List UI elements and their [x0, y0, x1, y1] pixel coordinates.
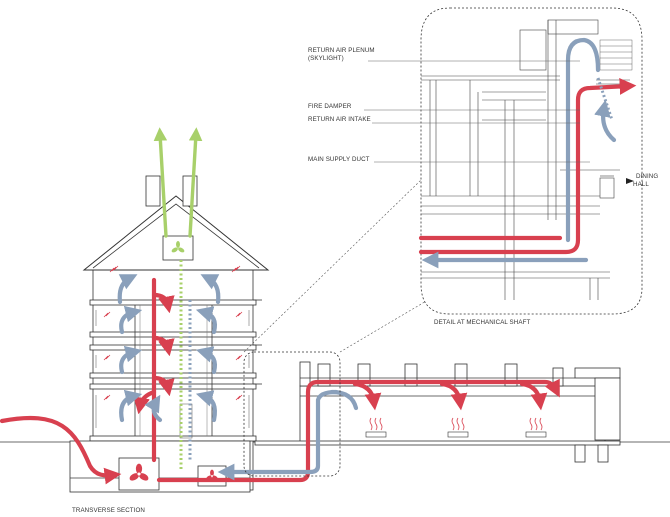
floor-diffusers: [365, 431, 547, 438]
arrow-icon: [626, 178, 634, 184]
detail-caption: DETAIL AT MECHANICAL SHAFT: [434, 319, 530, 326]
main-building: [69, 175, 270, 493]
fan-icon: [171, 240, 185, 253]
label-return-air-plenum: RETURN AIR PLENUM: [308, 47, 375, 54]
label-return-air-plenum-sub: (SKYLIGHT): [308, 55, 344, 62]
exhaust-air-arrows: [153, 127, 203, 470]
label-hall: HALL: [633, 181, 649, 188]
roof-exhaust-fan: [162, 235, 194, 261]
label-main-supply-duct: MAIN SUPPLY DUCT: [308, 156, 370, 163]
detail-callout-box: [243, 351, 341, 477]
detail-panel: [418, 7, 643, 315]
main-supply-duct: [418, 78, 637, 255]
return-air-arrows: [117, 274, 359, 481]
section-caption: TRANSVERSE SECTION: [72, 507, 145, 514]
label-return-air-intake: RETURN AIR INTAKE: [308, 116, 371, 123]
label-fire-damper: FIRE DAMPER: [308, 103, 352, 110]
label-dining: DINING: [636, 173, 658, 180]
